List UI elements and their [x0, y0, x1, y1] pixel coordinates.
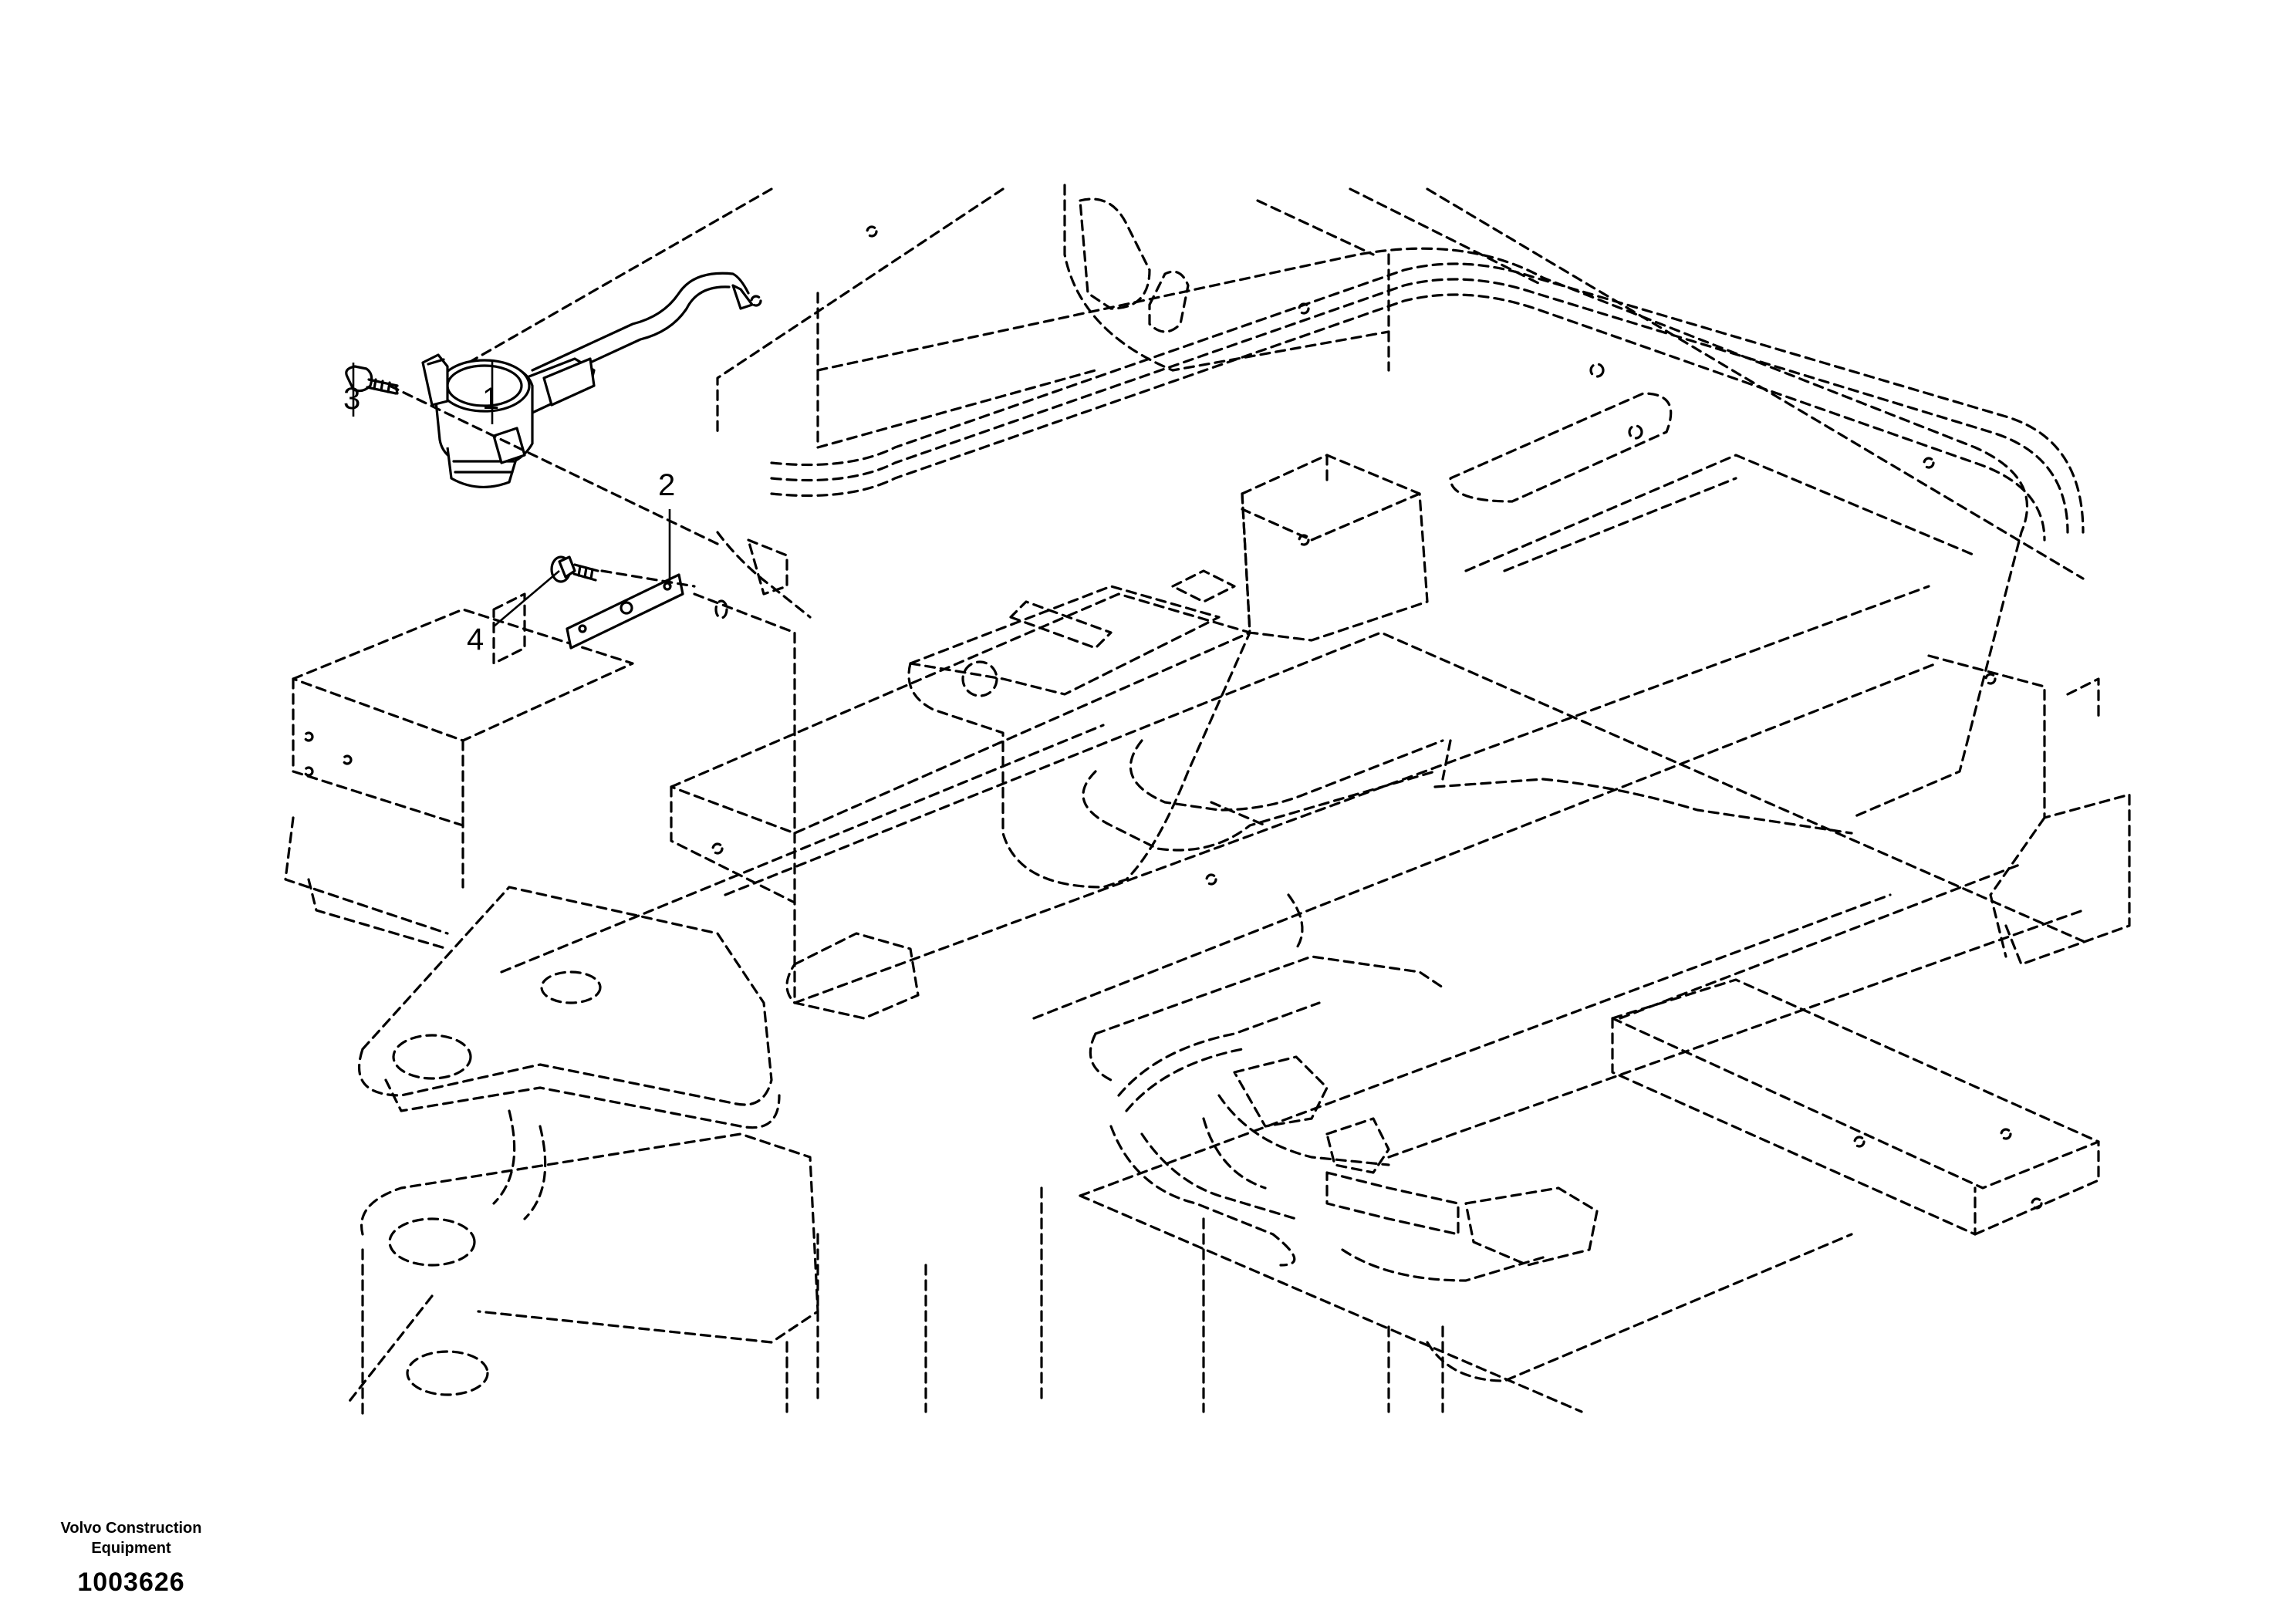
- machine-frame-phantom: [284, 184, 2131, 1421]
- callout-4: 4: [467, 623, 484, 656]
- drawing-number: 1003626: [77, 1568, 185, 1597]
- callout-3: 3: [343, 382, 360, 416]
- callout-2: 2: [658, 468, 675, 502]
- phantom-details: [711, 197, 1997, 886]
- part-bolt-4: [550, 555, 599, 583]
- company-name: Volvo Construction Equipment: [60, 1520, 202, 1557]
- assembly-centerline: [388, 384, 719, 545]
- leader-4: [493, 570, 560, 627]
- callout-1: 1: [482, 382, 499, 416]
- part-horn-assembly: [421, 272, 754, 489]
- callouts: 3 1 2 4: [343, 361, 675, 656]
- part-plate-2: [566, 573, 684, 650]
